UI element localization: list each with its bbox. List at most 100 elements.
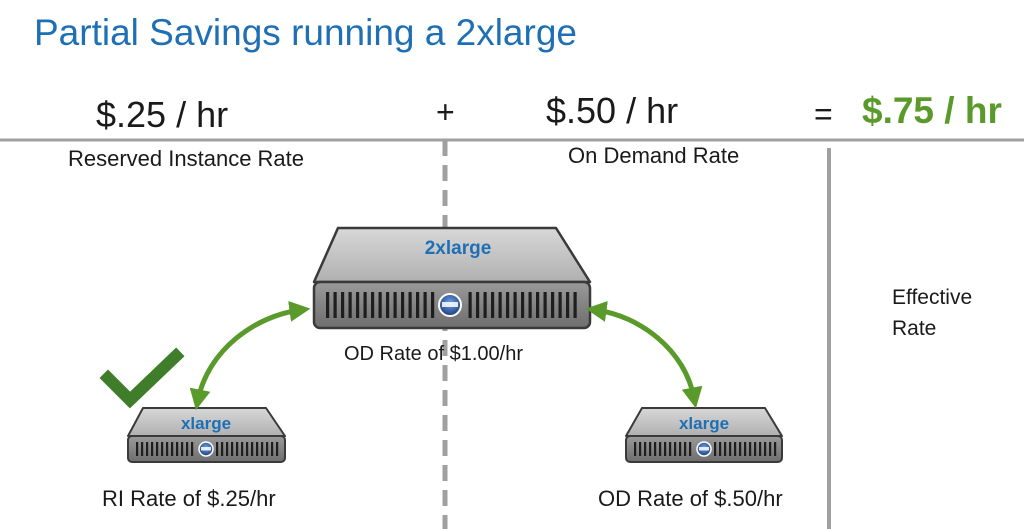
server-xlarge-left-caption: RI Rate of $.25/hr xyxy=(102,486,276,511)
server-vent xyxy=(543,292,547,318)
server-vent xyxy=(386,292,390,318)
server-vent xyxy=(739,442,742,456)
server-vent xyxy=(423,292,427,318)
server-vent xyxy=(156,442,159,456)
server-vent xyxy=(266,442,269,456)
server-vent xyxy=(176,442,179,456)
server-vent xyxy=(724,442,727,456)
server-vent xyxy=(216,442,219,456)
server-vent xyxy=(573,292,577,318)
server-vent xyxy=(744,442,747,456)
server-vent xyxy=(649,442,652,456)
server-vent xyxy=(408,292,412,318)
server-vent xyxy=(348,292,352,318)
server-vent xyxy=(669,442,672,456)
server-vent xyxy=(684,442,687,456)
server-vent xyxy=(664,442,667,456)
server-vent xyxy=(166,442,169,456)
server-2xlarge-caption: OD Rate of $1.00/hr xyxy=(344,343,523,365)
od-rate-value: $.50 / hr xyxy=(546,90,679,131)
server-vent xyxy=(759,442,762,456)
server-vent xyxy=(186,442,189,456)
server-vent xyxy=(271,442,274,456)
server-vent xyxy=(719,442,722,456)
effective-rate-label-line2: Rate xyxy=(892,317,937,340)
server-icon-2xlarge: 2xlarge xyxy=(312,226,592,330)
server-vent xyxy=(654,442,657,456)
server-vent xyxy=(679,442,682,456)
server-vent xyxy=(191,442,194,456)
server-vent xyxy=(764,442,767,456)
server-vent xyxy=(146,442,149,456)
server-vent xyxy=(644,442,647,456)
server-vent xyxy=(231,442,234,456)
server-vent xyxy=(136,442,139,456)
server-vent xyxy=(749,442,752,456)
server-vent xyxy=(431,292,435,318)
server-vent xyxy=(566,292,570,318)
server-vent xyxy=(513,292,517,318)
server-vent xyxy=(476,292,480,318)
server-vent xyxy=(341,292,345,318)
server-vent xyxy=(161,442,164,456)
server-vent xyxy=(241,442,244,456)
double-arrow-icon-left xyxy=(189,300,311,411)
server-vent xyxy=(151,442,154,456)
server-2xlarge-name: 2xlarge xyxy=(425,238,492,259)
server-vent xyxy=(634,442,637,456)
server-vent xyxy=(754,442,757,456)
server-vent xyxy=(356,292,360,318)
plus-sign: + xyxy=(436,94,455,130)
server-vent xyxy=(261,442,264,456)
server-vent xyxy=(468,292,472,318)
server-vent xyxy=(734,442,737,456)
server-vent xyxy=(689,442,692,456)
server-vent xyxy=(326,292,330,318)
server-vent xyxy=(221,442,224,456)
server-vent xyxy=(714,442,717,456)
server-xlarge-right-caption: OD Rate of $.50/hr xyxy=(598,486,783,511)
effective-rate-label-line1: Effective xyxy=(892,286,973,309)
server-vent xyxy=(674,442,677,456)
server-vent xyxy=(639,442,642,456)
server-vent xyxy=(256,442,259,456)
server-vent xyxy=(558,292,562,318)
server-vent xyxy=(251,442,254,456)
server-vent xyxy=(521,292,525,318)
server-vent xyxy=(483,292,487,318)
server-xlarge-right-name: xlarge xyxy=(679,414,729,433)
server-vent xyxy=(141,442,144,456)
server-vent xyxy=(371,292,375,318)
server-vent xyxy=(491,292,495,318)
server-vent xyxy=(769,442,772,456)
server-vent xyxy=(729,442,732,456)
server-vent xyxy=(378,292,382,318)
server-vent xyxy=(236,442,239,456)
server-vent xyxy=(551,292,555,318)
server-vent xyxy=(246,442,249,456)
ri-rate-value: $.25 / hr xyxy=(96,94,229,135)
ri-rate-label: Reserved Instance Rate xyxy=(68,146,305,171)
server-vent xyxy=(181,442,184,456)
server-vent xyxy=(333,292,337,318)
server-vent xyxy=(536,292,540,318)
server-vent xyxy=(393,292,397,318)
server-vent xyxy=(774,442,777,456)
server-icon-xlarge-right: xlarge xyxy=(625,407,783,463)
server-icon-xlarge-left: xlarge xyxy=(127,407,286,463)
server-vent xyxy=(171,442,174,456)
od-rate-label: On Demand Rate xyxy=(568,143,740,168)
server-vent xyxy=(363,292,367,318)
server-vent xyxy=(498,292,502,318)
effective-rate-label: Effective Rate xyxy=(892,282,972,344)
server-vent xyxy=(416,292,420,318)
server-vent xyxy=(659,442,662,456)
slide-title: Partial Savings running a 2xlarge xyxy=(34,12,577,53)
server-vent xyxy=(506,292,510,318)
check-icon xyxy=(99,347,185,409)
server-vent xyxy=(226,442,229,456)
effective-rate-value: $.75 / hr xyxy=(862,90,1002,131)
server-vent xyxy=(401,292,405,318)
server-vent xyxy=(528,292,532,318)
